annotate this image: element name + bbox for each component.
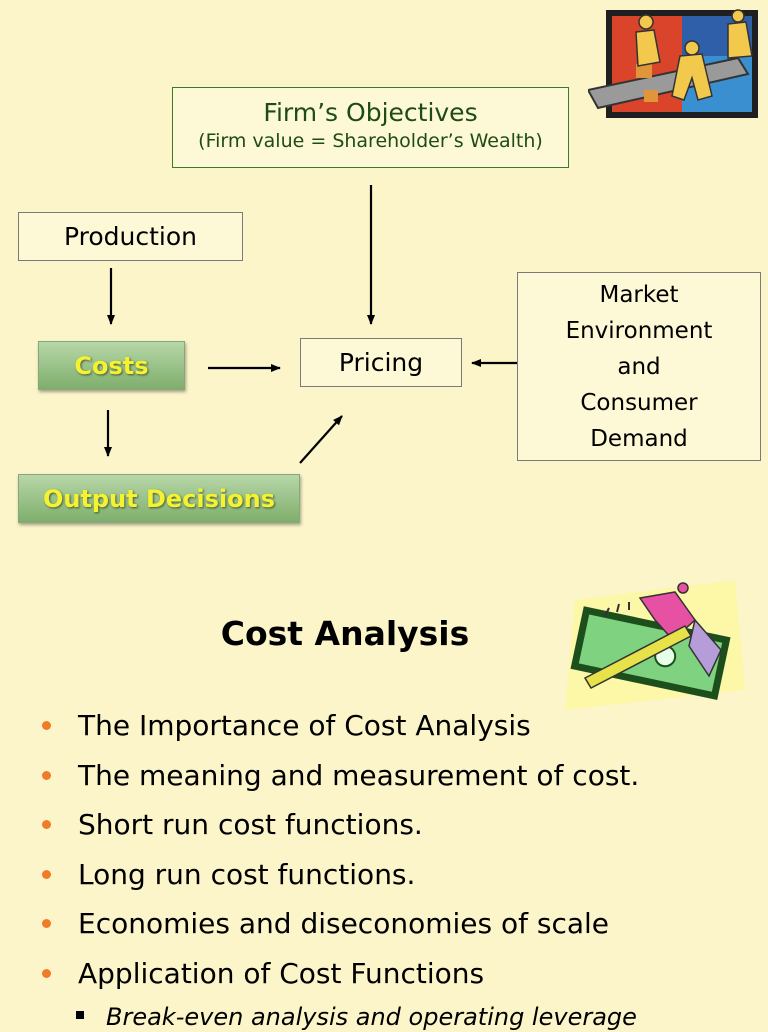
money-saw-clipart-icon: [565, 580, 745, 710]
costs-button[interactable]: Costs: [38, 341, 185, 390]
pricing-box: Pricing: [300, 338, 462, 387]
firm-objectives-title: Firm’s Objectives: [263, 98, 478, 127]
output-decisions-button[interactable]: Output Decisions: [18, 474, 300, 523]
list-item: Short run cost functions.: [40, 800, 639, 850]
arrow-output-to-pricing: [299, 415, 343, 464]
production-box: Production: [18, 212, 243, 261]
list-item: The meaning and measurement of cost.: [40, 751, 639, 801]
firm-objectives-box: Firm’s Objectives (Firm value = Sharehol…: [172, 87, 569, 168]
market-environment-box: Market Environment and Consumer Demand: [517, 272, 761, 461]
bullet-list: The Importance of Cost Analysis The mean…: [40, 701, 639, 998]
market-line: Market: [599, 282, 679, 308]
list-item: Long run cost functions.: [40, 850, 639, 900]
workers-clipart-icon: [588, 9, 758, 118]
market-line: Demand: [590, 426, 688, 452]
sub-bullet-text: Break-even analysis and operating levera…: [106, 1003, 637, 1031]
market-line: and: [617, 354, 661, 380]
firm-objectives-subtitle: (Firm value = Shareholder’s Wealth): [198, 130, 543, 152]
market-line: Environment: [565, 318, 713, 344]
list-item: Application of Cost Functions: [40, 949, 639, 999]
diagram-arrows: [104, 185, 517, 464]
section-title: Cost Analysis: [220, 614, 470, 653]
square-bullet-icon: [76, 1011, 84, 1019]
market-line: Consumer: [580, 390, 698, 416]
sub-bullet-item: Break-even analysis and operating levera…: [76, 1002, 637, 1032]
list-item: Economies and diseconomies of scale: [40, 899, 639, 949]
list-item: The Importance of Cost Analysis: [40, 701, 639, 751]
